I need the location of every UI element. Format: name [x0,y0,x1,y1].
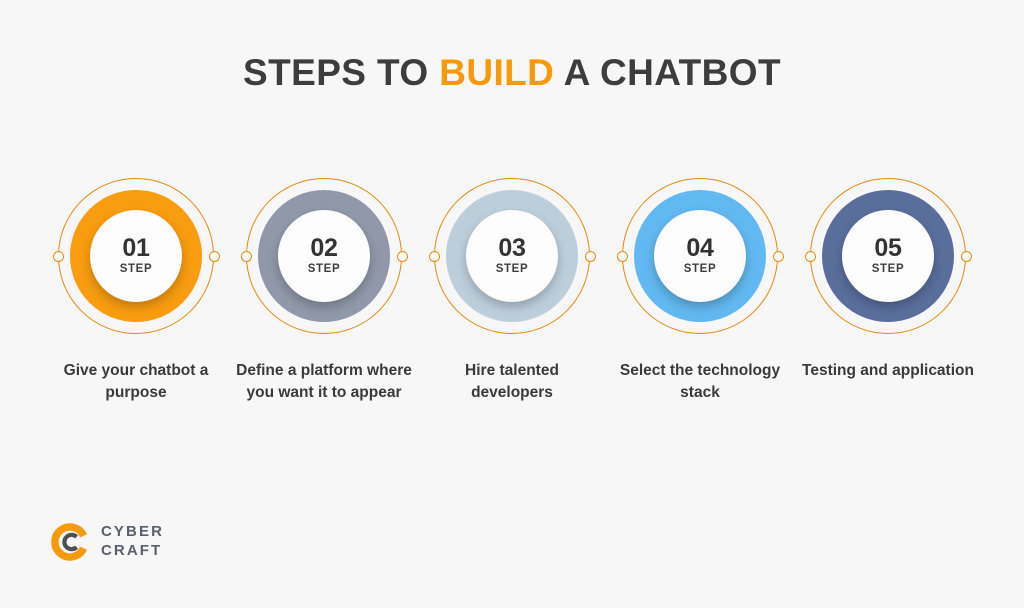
ring-connector-dot-left-04 [616,250,628,262]
step-donut-03: 03 STEP [446,190,578,322]
ring-connector-dot-left-01 [52,250,64,262]
step-caption-05: Testing and application [802,362,974,379]
step-label-05: STEP [871,263,905,276]
page-title-after: A CHATBOT [554,52,781,93]
step-label-04: STEP [683,263,717,276]
brand-logo-line1: CYBER [101,523,165,541]
steps-row: 01 STEP Give your chatbot a purpose 02 S… [0,178,1024,405]
page-title-before: STEPS TO [243,52,440,93]
step-item-03: 03 STEP Hire talented developers [418,178,606,405]
page-title-accent: BUILD [439,52,555,93]
ring-connector-dot-left-03 [428,250,440,262]
ring-connector-dot-right-04 [772,250,784,262]
step-inner-disc-04: 04 STEP [654,210,746,302]
step-inner-disc-02: 02 STEP [278,210,370,302]
brand-logo-text: CYBER CRAFT [101,523,164,561]
ring-connector-dot-right-01 [208,250,220,262]
ring-connector-dot-right-02 [396,250,408,262]
step-donut-01: 01 STEP [70,190,202,322]
step-caption-01: Give your chatbot a purpose [63,362,209,402]
step-caption-04: Select the technology stack [619,362,781,402]
cybercraft-logo-icon [51,523,87,561]
step-donut-04: 04 STEP [634,190,766,322]
step-item-02: 02 STEP Define a platform where you want… [230,178,418,405]
step-item-01: 01 STEP Give your chatbot a purpose [42,178,230,405]
step-item-04: 04 STEP Select the technology stack [606,178,794,405]
step-label-03: STEP [495,263,529,276]
step-number-04: 04 [686,234,714,263]
step-inner-disc-05: 05 STEP [842,210,934,302]
step-donut-02: 02 STEP [258,190,390,322]
step-number-05: 05 [874,234,902,263]
ring-connector-dot-right-05 [960,250,972,262]
ring-connector-dot-left-05 [804,250,816,262]
step-inner-disc-03: 03 STEP [466,210,558,302]
step-outer-ring-05: 05 STEP [804,178,972,334]
step-outer-ring-01: 01 STEP [52,178,220,334]
step-item-05: 05 STEP Testing and application [794,178,982,382]
step-caption-03: Hire talented developers [465,362,559,402]
step-label-01: STEP [119,263,153,276]
step-outer-ring-04: 04 STEP [616,178,784,334]
brand-logo-line2: CRAFT [101,542,163,559]
step-outer-ring-03: 03 STEP [428,178,596,334]
step-donut-05: 05 STEP [822,190,954,322]
step-number-01: 01 [122,234,150,263]
brand-logo: CYBER CRAFT [50,522,164,562]
step-inner-disc-01: 01 STEP [90,210,182,302]
step-number-02: 02 [310,234,338,263]
step-label-02: STEP [307,263,341,276]
step-number-03: 03 [498,234,526,263]
step-outer-ring-02: 02 STEP [240,178,408,334]
ring-connector-dot-left-02 [240,250,252,262]
page-title: STEPS TO BUILD A CHATBOT [0,52,1024,94]
ring-connector-dot-right-03 [584,250,596,262]
step-caption-02: Define a platform where you want it to a… [236,362,412,402]
